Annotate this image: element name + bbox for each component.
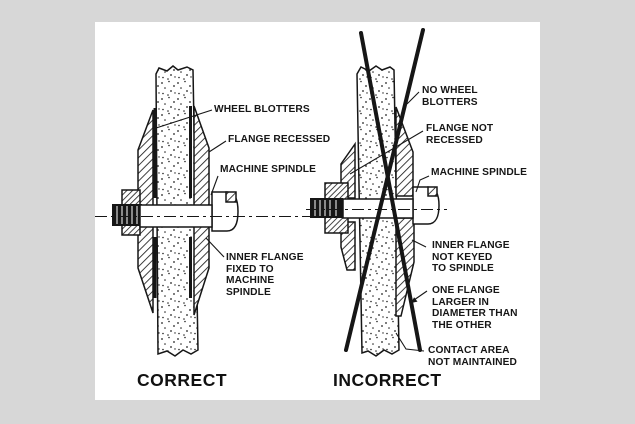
- outer-flange-small-lower: [340, 221, 356, 271]
- label-inner-flange-fixed: INNER FLANGE FIXED TO MACHINE SPINDLE: [226, 252, 304, 298]
- label-one-flange-larger: ONE FLANGE LARGER IN DIAMETER THAN THE O…: [432, 285, 518, 331]
- label-machine-spindle-left: MACHINE SPINDLE: [220, 164, 317, 175]
- leader-lines: [349, 91, 430, 352]
- threaded-end: [112, 204, 142, 226]
- label-wheel-blotters: WHEEL BLOTTERS: [214, 104, 310, 115]
- caption-correct: CORRECT: [137, 370, 228, 390]
- spindle-shoulder: [427, 186, 438, 197]
- caption-incorrect: INCORRECT: [333, 370, 442, 390]
- inner-flange-large-upper: [395, 106, 414, 197]
- label-flange-recessed: FLANGE RECESSED: [228, 134, 331, 145]
- label-no-wheel-blotters: NO WHEEL BLOTTERS: [422, 85, 478, 108]
- threaded-end: [310, 198, 343, 218]
- wheel-blotters: [153, 106, 192, 298]
- label-inner-flange-not-keyed: INNER FLANGE NOT KEYED TO SPINDLE: [432, 240, 510, 274]
- label-contact-area: CONTACT AREA NOT MAINTAINED: [428, 345, 517, 368]
- incorrect-assembly-drawing: [306, 28, 447, 357]
- spindle-shoulder: [225, 191, 237, 203]
- correct-assembly-drawing: [95, 65, 322, 357]
- x-cross-mark: [344, 28, 425, 352]
- label-flange-not-recessed: FLANGE NOT RECESSED: [426, 123, 494, 146]
- leader-lines: [155, 109, 227, 258]
- label-machine-spindle-right: MACHINE SPINDLE: [431, 167, 528, 178]
